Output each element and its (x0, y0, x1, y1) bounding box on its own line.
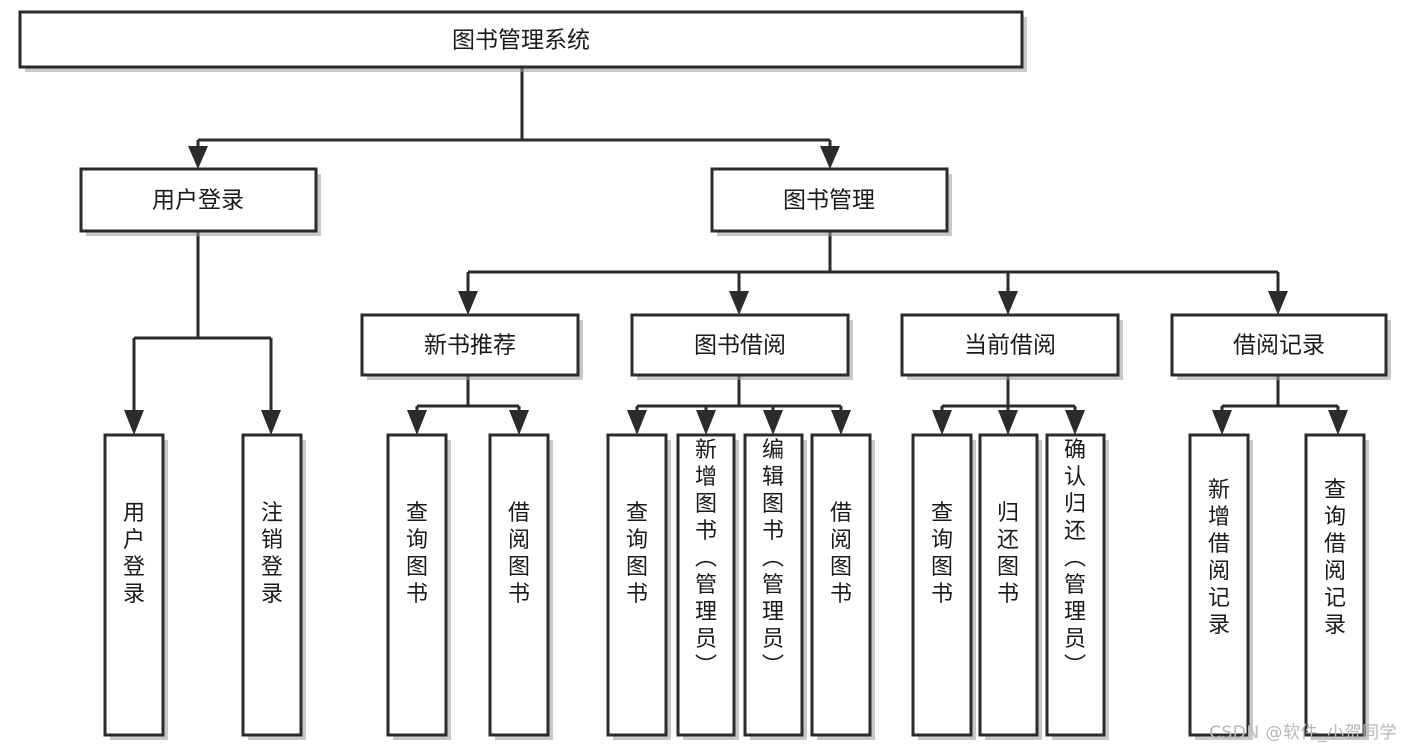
node-leaf-query-record[interactable]: 查询借阅记录 (1304, 433, 1369, 740)
arrowhead-leaf-edit-book (763, 410, 783, 435)
node-book-manage-label: 图书管理 (783, 188, 875, 214)
node-book-borrow[interactable]: 图书借阅 (630, 313, 853, 380)
arrowhead-leaf-query-record (1328, 410, 1348, 435)
node-book-manage[interactable]: 图书管理 (710, 167, 952, 236)
csdn-watermark: CSDN @软件_小贺同学 (1209, 723, 1397, 743)
node-book-manage-box[interactable] (710, 167, 949, 233)
arrowhead-leaf-query-book-1 (407, 410, 427, 435)
arrowhead-leaf-borrow-book-1 (509, 410, 529, 435)
arrowhead-leaf-query-book-2 (627, 410, 647, 435)
node-leaf-query-book-1[interactable]: 查询图书 (386, 433, 451, 740)
node-leaf-query-book-2-box[interactable] (606, 433, 668, 737)
node-new-book-recommend-box[interactable] (360, 313, 580, 377)
node-borrow-record[interactable]: 借阅记录 (1170, 313, 1391, 380)
arrowhead-leaf-return-book (998, 410, 1018, 435)
node-borrow-record-label: 借阅记录 (1233, 333, 1325, 359)
arrowhead-book-manage (820, 146, 840, 169)
node-user-login-box[interactable] (79, 167, 318, 233)
node-leaf-return-book-label: 归还图书 (997, 501, 1019, 607)
node-leaf-query-book-3-label: 查询图书 (931, 501, 953, 607)
node-user-login-label: 用户登录 (152, 188, 244, 214)
node-leaf-add-book-label: 新增图书︵管理员︶ (695, 438, 717, 679)
node-leaf-add-book[interactable]: 新增图书︵管理员︶ (676, 433, 739, 740)
arrowhead-leaf-user-login (124, 410, 144, 435)
node-leaf-query-book-1-label: 查询图书 (406, 501, 428, 607)
node-leaf-confirm-return-label: 确认归还︵管理员︶ (1064, 438, 1086, 679)
node-leaf-add-record[interactable]: 新增借阅记录 (1188, 433, 1253, 740)
node-leaf-add-record-box[interactable] (1188, 433, 1250, 737)
node-leaf-query-book-2[interactable]: 查询图书 (606, 433, 671, 740)
node-leaf-query-book-3-box[interactable] (911, 433, 973, 737)
connectors-group (124, 67, 1348, 435)
node-borrow-record-box[interactable] (1170, 313, 1388, 377)
node-book-borrow-box[interactable] (630, 313, 850, 377)
leaf-nodes-group: 用户登录 注销登录 查询图书 借阅图书 查询图书 (103, 433, 1369, 740)
arrowhead-leaf-add-record (1212, 410, 1232, 435)
node-leaf-edit-book[interactable]: 编辑图书︵管理员︶ (743, 433, 807, 740)
node-leaf-user-logout-box[interactable] (241, 433, 303, 737)
arrowhead-user-login (188, 146, 208, 169)
node-leaf-user-login-box[interactable] (103, 433, 165, 737)
node-leaf-edit-book-label: 编辑图书︵管理员︶ (762, 438, 784, 679)
node-root-label: 图书管理系统 (452, 28, 590, 54)
node-leaf-borrow-book-2-label: 借阅图书 (830, 501, 852, 607)
node-leaf-query-book-1-box[interactable] (386, 433, 448, 737)
node-leaf-edit-book-box[interactable] (743, 433, 804, 737)
node-book-borrow-label: 图书借阅 (694, 333, 786, 359)
node-leaf-user-logout[interactable]: 注销登录 (241, 433, 306, 740)
node-leaf-query-record-label: 查询借阅记录 (1324, 478, 1346, 638)
node-leaf-return-book-box[interactable] (978, 433, 1039, 737)
node-leaf-query-record-box[interactable] (1304, 433, 1366, 737)
arrowhead-book-borrow (729, 291, 749, 315)
node-leaf-return-book[interactable]: 归还图书 (978, 433, 1042, 740)
node-leaf-add-book-box[interactable] (676, 433, 736, 737)
node-new-book-recommend[interactable]: 新书推荐 (360, 313, 583, 380)
node-leaf-query-book-2-label: 查询图书 (626, 501, 648, 607)
node-leaf-borrow-book-1-label: 借阅图书 (508, 501, 530, 607)
node-leaf-confirm-return-box[interactable] (1045, 433, 1106, 737)
node-leaf-add-record-label: 新增借阅记录 (1208, 478, 1230, 638)
arrowhead-borrow-record (1268, 291, 1288, 315)
node-root-box[interactable] (18, 10, 1024, 69)
arrowhead-new-book-recommend (458, 291, 478, 315)
node-current-borrow[interactable]: 当前借阅 (900, 313, 1123, 380)
arrowhead-leaf-borrow-book-2 (831, 410, 851, 435)
node-current-borrow-box[interactable] (900, 313, 1120, 377)
arrowhead-leaf-add-book (696, 410, 716, 435)
node-leaf-query-book-3[interactable]: 查询图书 (911, 433, 976, 740)
node-leaf-borrow-book-2-box[interactable] (810, 433, 872, 737)
arrowhead-current-borrow (998, 291, 1018, 315)
node-new-book-recommend-label: 新书推荐 (424, 333, 516, 359)
node-leaf-confirm-return[interactable]: 确认归还︵管理员︶ (1045, 433, 1109, 740)
arrowhead-leaf-query-book-3 (932, 410, 952, 435)
node-user-login[interactable]: 用户登录 (79, 167, 321, 236)
node-leaf-user-logout-label: 注销登录 (261, 501, 283, 607)
node-leaf-borrow-book-1[interactable]: 借阅图书 (488, 433, 553, 740)
node-leaf-user-login[interactable]: 用户登录 (103, 433, 168, 740)
arrowhead-leaf-confirm-return (1065, 410, 1085, 435)
node-leaf-borrow-book-2[interactable]: 借阅图书 (810, 433, 875, 740)
node-root[interactable]: 图书管理系统 (18, 10, 1027, 72)
arrowhead-leaf-user-logout (261, 410, 281, 435)
node-leaf-user-login-label: 用户登录 (123, 501, 145, 607)
node-leaf-borrow-book-1-box[interactable] (488, 433, 550, 737)
node-current-borrow-label: 当前借阅 (964, 333, 1056, 359)
